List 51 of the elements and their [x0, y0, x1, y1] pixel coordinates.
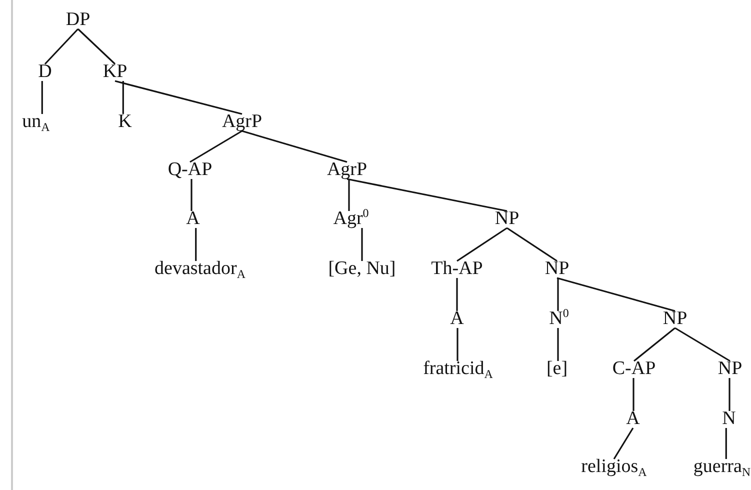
- tree-branch: [613, 428, 634, 460]
- tree-branch: [44, 28, 79, 65]
- tree-node-label: NP: [544, 258, 570, 280]
- tree-node-label: un$_{A}$: [22, 111, 50, 133]
- tree-branch: [77, 28, 116, 65]
- tree-node-label: DP: [66, 9, 90, 31]
- tree-branch: [725, 428, 727, 459]
- tree-node-label: Agr$^{0}$: [333, 208, 369, 230]
- tree-node-label: [e]: [546, 358, 568, 380]
- tree-node-label: [Ge, Nu]: [328, 258, 396, 280]
- tree-branch: [41, 81, 43, 114]
- tree-branch: [456, 328, 458, 361]
- tree-node-label: Q-AP: [168, 159, 212, 181]
- tree-node-label: N: [722, 408, 736, 430]
- tree-node-label: NP: [662, 308, 688, 330]
- tree-branch: [506, 227, 558, 262]
- tree-node-label: devastador$_{A}$: [154, 258, 246, 280]
- tree-node-label: Th-AP: [431, 258, 483, 280]
- tree-branch: [114, 80, 242, 115]
- tree-branch: [190, 179, 192, 211]
- tree-node-label: A: [626, 408, 640, 430]
- tree-node-label: C-AP: [612, 358, 656, 380]
- tree-node-label: A: [186, 208, 200, 230]
- tree-node-label: fratricid$_{A}$: [423, 358, 493, 380]
- tree-branch: [728, 378, 730, 411]
- tree-node-label: AgrP: [326, 159, 368, 181]
- tree-node-label: A: [450, 308, 464, 330]
- tree-branch: [346, 178, 508, 212]
- tree-node-label: KP: [102, 61, 128, 83]
- tree-branch: [674, 327, 730, 362]
- tree-branch: [634, 327, 676, 362]
- tree-branch: [348, 179, 350, 211]
- tree-node-label: AgrP: [222, 111, 262, 133]
- tree-branch: [361, 228, 363, 261]
- tree-node-label: D: [38, 61, 52, 83]
- tree-branch: [632, 378, 634, 411]
- tree-node-label: guerra$_{N}$: [693, 456, 751, 478]
- tree-branch: [195, 228, 197, 261]
- tree-node-label: K: [118, 111, 132, 133]
- tree-branch: [456, 278, 458, 311]
- tree-branch: [556, 277, 676, 312]
- tree-node-label: religios$_{A}$: [581, 456, 647, 478]
- tree-branch: [122, 81, 124, 114]
- tree-node-label: N$^{0}$: [549, 308, 569, 330]
- tree-branch: [242, 130, 348, 163]
- tree-node-label: NP: [718, 358, 742, 380]
- tree-node-label: NP: [494, 208, 520, 230]
- tree-branch: [456, 227, 508, 262]
- tree-branch: [190, 130, 242, 163]
- tree-branch: [557, 278, 559, 311]
- tree-branch: [557, 328, 559, 361]
